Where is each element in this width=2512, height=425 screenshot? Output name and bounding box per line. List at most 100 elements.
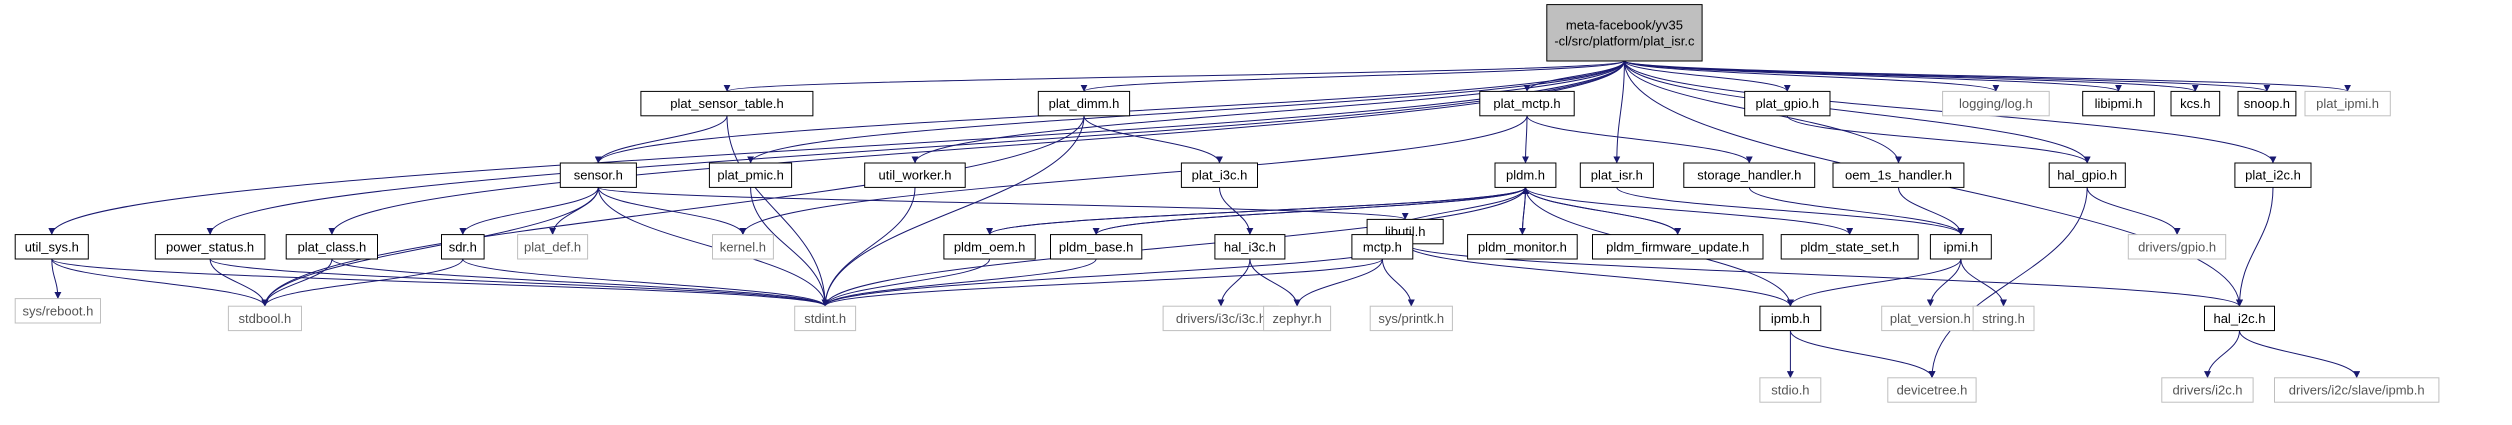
node-plat-i3c-h[interactable]: plat_i3c.h [1180,162,1259,188]
node-box [1683,162,1816,188]
edge-plat_dimm_h-to-stdint_h [821,115,1085,307]
node-box [441,234,485,260]
node-plat-isr-h[interactable]: plat_isr.h [1579,162,1654,188]
node-util-worker-h[interactable]: util_worker.h [864,162,966,188]
node-box [1887,377,1977,403]
edge [1960,258,2007,307]
node-mctp-h[interactable]: mctp.h [1351,234,1414,260]
edge [2086,187,2181,235]
node-plat-pmic-h[interactable]: plat_pmic.h [708,162,793,188]
edge [726,115,829,307]
node-box [2234,162,2312,188]
node-box [1494,162,1557,188]
node-label: plat_sensor_table.h [670,96,783,111]
edge [1623,60,2000,92]
edge [1898,187,1965,235]
edge-storage_handler_h-to-ipmi_h [1748,187,1965,235]
edge [1293,258,1383,307]
node-stdint-h: stdint.h [794,305,857,332]
edge [1623,60,1791,92]
node-plat-i2c-h[interactable]: plat_i2c.h [2234,162,2312,188]
node-zephyr-h: zephyr.h [1263,305,1332,332]
edge-plat_i2c_h-to-hal_i2c_h [2236,187,2274,307]
edge [1623,60,2351,92]
node-label: plat_ipmi.h [2316,96,2379,111]
node-pldm-h[interactable]: pldm.h [1494,162,1557,188]
node-libipmi-h[interactable]: libipmi.h [2082,90,2155,117]
node-label: plat_mctp.h [1493,96,1560,111]
node-label: drivers/i2c.h [2172,383,2242,398]
edge-plat_mctp_h-to-storage_handler_h [1526,115,1753,164]
node-string-h: string.h [1972,305,2035,332]
node-label: zephyr.h [1273,311,1322,326]
node-snoop-h[interactable]: snoop.h [2237,90,2297,117]
edge-sdr_h-to-stdint_h [462,258,829,307]
node-sensor-h[interactable]: sensor.h [559,162,637,188]
node-label: kernel.h [720,239,766,254]
edge-sensor_h-to-sdr_h [459,187,599,235]
node-box [2237,90,2297,117]
node-hal-gpio-h[interactable]: hal_gpio.h [2048,162,2126,188]
edge-hal_gpio_h-to-devicetree_h [1928,187,2088,379]
node-hal-i3c-h[interactable]: hal_i3c.h [1214,234,1286,260]
node-ipmi-h[interactable]: ipmi.h [1929,234,1992,260]
node-box [1972,305,2035,332]
node-ipmb-h[interactable]: ipmb.h [1759,305,1822,332]
edge-root-to-util_sys_h [48,60,1625,235]
node-plat-sensor-table-h[interactable]: plat_sensor_table.h [640,90,814,117]
edge-power_status_h-to-stdint_h [209,258,829,307]
edge [597,187,747,235]
node-label: hal_i2c.h [2213,311,2265,326]
node-devicetree-h: devicetree.h [1887,377,1977,403]
node-pldm-monitor-h[interactable]: pldm_monitor.h [1467,234,1578,260]
edge [459,187,599,235]
node-box [640,90,814,117]
node-pldm-state-set-h[interactable]: pldm_state_set.h [1780,234,1919,260]
edge [594,115,728,164]
node-box [1263,305,1332,332]
node-sdr-h[interactable]: sdr.h [441,234,485,260]
edge [750,187,829,307]
node-box [1467,234,1578,260]
edge-pldm_oem_h-to-pldm_h [989,186,1529,236]
node-sys-printk-h: sys/printk.h [1369,305,1453,332]
edge [1786,258,1962,307]
node-oem-1s-handler-h[interactable]: oem_1s_handler.h [1832,162,1965,188]
edge-sensor_h-to-plat_def_h [549,187,599,235]
node-box [712,234,774,260]
node-plat-class-h[interactable]: plat_class.h [285,234,379,260]
node-pldm-base-h[interactable]: pldm_base.h [1050,234,1143,260]
node-drivers-gpio-h: drivers/gpio.h [2127,234,2227,260]
node-plat-mctp-h[interactable]: plat_mctp.h [1479,90,1575,117]
node-box [2170,90,2221,117]
node-label: plat_dimm.h [1049,96,1120,111]
edge [723,60,1625,92]
edge [48,60,1625,235]
node-plat-dimm-h[interactable]: plat_dimm.h [1037,90,1131,117]
node-box [1592,234,1764,260]
edge-plat_gpio_h-to-hal_gpio_h [1786,115,2091,164]
node-pldm-oem-h[interactable]: pldm_oem.h [943,234,1036,260]
node-storage-handler-h[interactable]: storage_handler.h [1683,162,1816,188]
node-box [1037,90,1131,117]
node-plat-gpio-h[interactable]: plat_gpio.h [1744,90,1831,117]
edge [2204,330,2240,379]
node-box [1759,377,1822,403]
edge-plat_class_h-to-stdint_h [331,258,829,307]
node-label: plat_class.h [298,239,367,254]
node-box [1744,90,1831,117]
node-label: plat_version.h [1890,311,1971,326]
node-pldm-firmware-update-h[interactable]: pldm_firmware_update.h [1592,234,1764,260]
node-logging-log-h: logging/log.h [1942,90,2050,117]
node-hal-i2c-h[interactable]: hal_i2c.h [2204,305,2275,332]
edge [2236,187,2274,307]
node-root[interactable]: meta-facebook/yv35-cl/src/platform/plat_… [1546,4,1703,62]
node-util-sys-h[interactable]: util_sys.h [14,234,89,260]
node-label: sys/reboot.h [22,303,93,318]
edge-root-to-libipmi_h [1623,60,2122,92]
node-label: ipmb.h [1771,311,1810,326]
node-box [2274,377,2440,403]
node-label: stdio.h [1771,383,1809,398]
node-kcs-h[interactable]: kcs.h [2170,90,2221,117]
node-power-status-h[interactable]: power_status.h [154,234,266,260]
